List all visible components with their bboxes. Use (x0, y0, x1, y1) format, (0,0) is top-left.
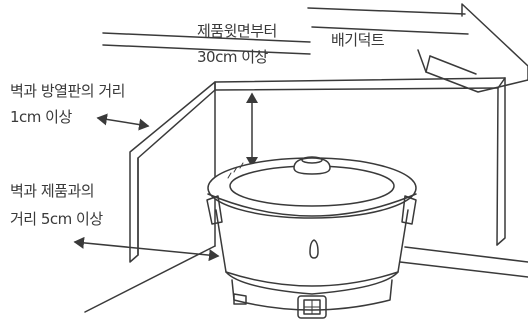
side-gap-label-line1: 벽과 제품과의 (10, 182, 95, 200)
wall-gap-label-line1: 벽과 방열판의 거리 (10, 82, 125, 100)
exhaust-duct-label: 배기덕트 (331, 31, 385, 49)
wall-gap-arrow (96, 113, 150, 131)
back-wall (214, 77, 528, 278)
side-gap-arrow (73, 236, 220, 262)
side-gap-label-line2: 거리 5cm 이상 (10, 210, 103, 228)
clearance-arrows (73, 92, 258, 262)
rice-cooker (206, 156, 417, 319)
top-clearance-label-line1: 제품윗면부터 (197, 22, 277, 40)
exhaust-duct (102, 3, 528, 93)
top-clearance-label-line2: 30cm 이상 (197, 48, 268, 66)
heat-shield-panel (84, 81, 216, 313)
wall-gap-label-line2: 1cm 이상 (10, 108, 72, 126)
